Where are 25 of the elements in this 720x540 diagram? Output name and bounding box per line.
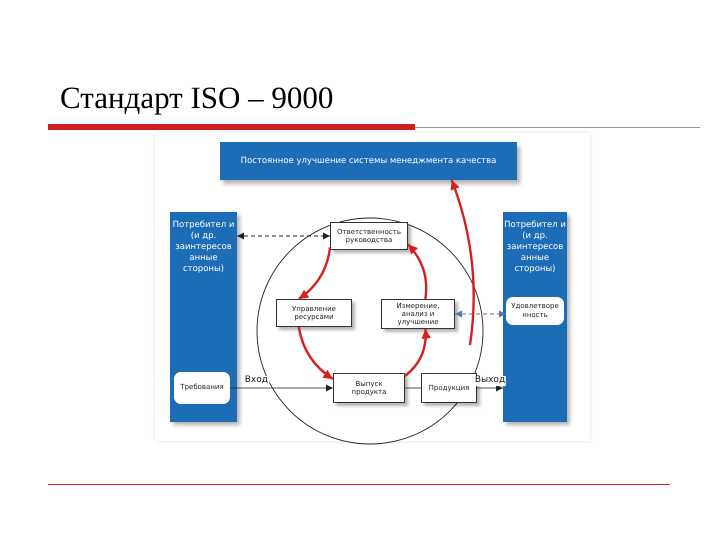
process-box [421,373,477,403]
process-box [333,373,405,403]
arrow [404,328,431,377]
node-text: Потребител и (и др. заинтересов анные стороны) [504,220,566,276]
arrow [298,247,332,300]
rounded-box [174,372,230,404]
process-box [381,299,455,329]
edge-label: Выход [474,376,506,386]
stakeholder-panel [503,212,567,422]
stakeholder-panel [170,212,237,422]
edge-label: Вход [244,376,269,386]
arrow [230,384,334,392]
process-box [276,299,352,327]
dashed-arrow [454,310,506,318]
arrow [407,244,428,300]
slide-title: Стандарт ISO – 9000 [60,80,334,116]
rounded-box [506,297,564,325]
improvement-banner [220,142,517,180]
arrow [298,326,334,380]
arrow [450,180,475,346]
arrow [476,384,504,392]
node-text: Потребител и (и др. заинтересов анные стороны) [172,220,236,276]
process-box [330,222,408,250]
dashed-arrow [236,232,330,240]
node-text: Постоянное улучшение системы менеджмента качества [240,156,496,166]
